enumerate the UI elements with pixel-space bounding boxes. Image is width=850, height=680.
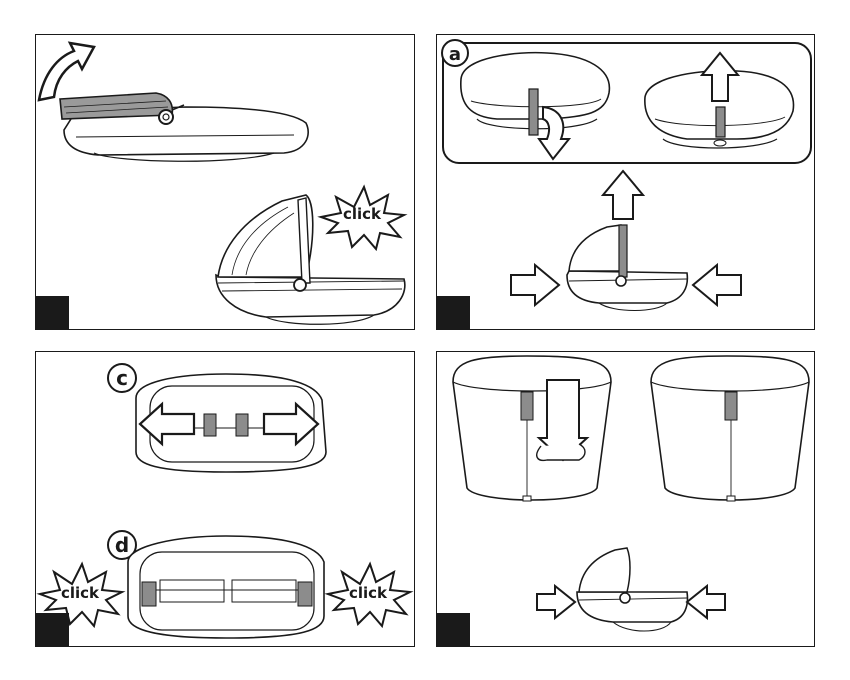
- handle-strap-right: [716, 107, 725, 137]
- small-cot-body: [577, 592, 687, 622]
- arrow-left-icon: [687, 586, 725, 618]
- small-cot-hood: [579, 548, 630, 592]
- panel-step-4: [436, 351, 815, 647]
- step-number-box: [36, 296, 69, 329]
- handle-strap-left: [529, 89, 538, 135]
- step-number-box: [437, 296, 470, 329]
- illustration-handle-lift: a: [437, 35, 815, 330]
- click-burst-right-icon: click: [328, 564, 410, 626]
- svg-text:click: click: [61, 584, 100, 602]
- illustration-base-latches: c d click click: [36, 352, 415, 647]
- illustration-carrycot-hood-fold: click: [36, 35, 415, 330]
- step-number-box: [437, 613, 470, 646]
- panel-step-1: click: [35, 34, 415, 330]
- arrow-up-large-icon: [603, 171, 643, 219]
- cot-rear-left: [453, 356, 611, 500]
- svg-text:a: a: [449, 44, 461, 65]
- arrow-left-icon: [693, 265, 741, 305]
- curved-arrow-icon: [39, 43, 94, 100]
- illustration-cover-fit: [437, 352, 815, 647]
- panel-step-3: c d click click: [35, 351, 415, 647]
- click-burst-icon: click: [321, 187, 404, 249]
- panel-step-2: a: [436, 34, 815, 330]
- click-label: click: [343, 205, 382, 223]
- cot-rear-right: [651, 356, 809, 500]
- small-cot-handle: [619, 225, 627, 277]
- arrow-right-icon: [511, 265, 559, 305]
- svg-text:click: click: [349, 584, 388, 602]
- svg-text:c: c: [116, 366, 128, 390]
- arrow-right-icon: [537, 586, 575, 618]
- svg-text:d: d: [115, 533, 129, 557]
- small-cot-hood: [569, 225, 624, 271]
- step-number-box: [36, 613, 69, 646]
